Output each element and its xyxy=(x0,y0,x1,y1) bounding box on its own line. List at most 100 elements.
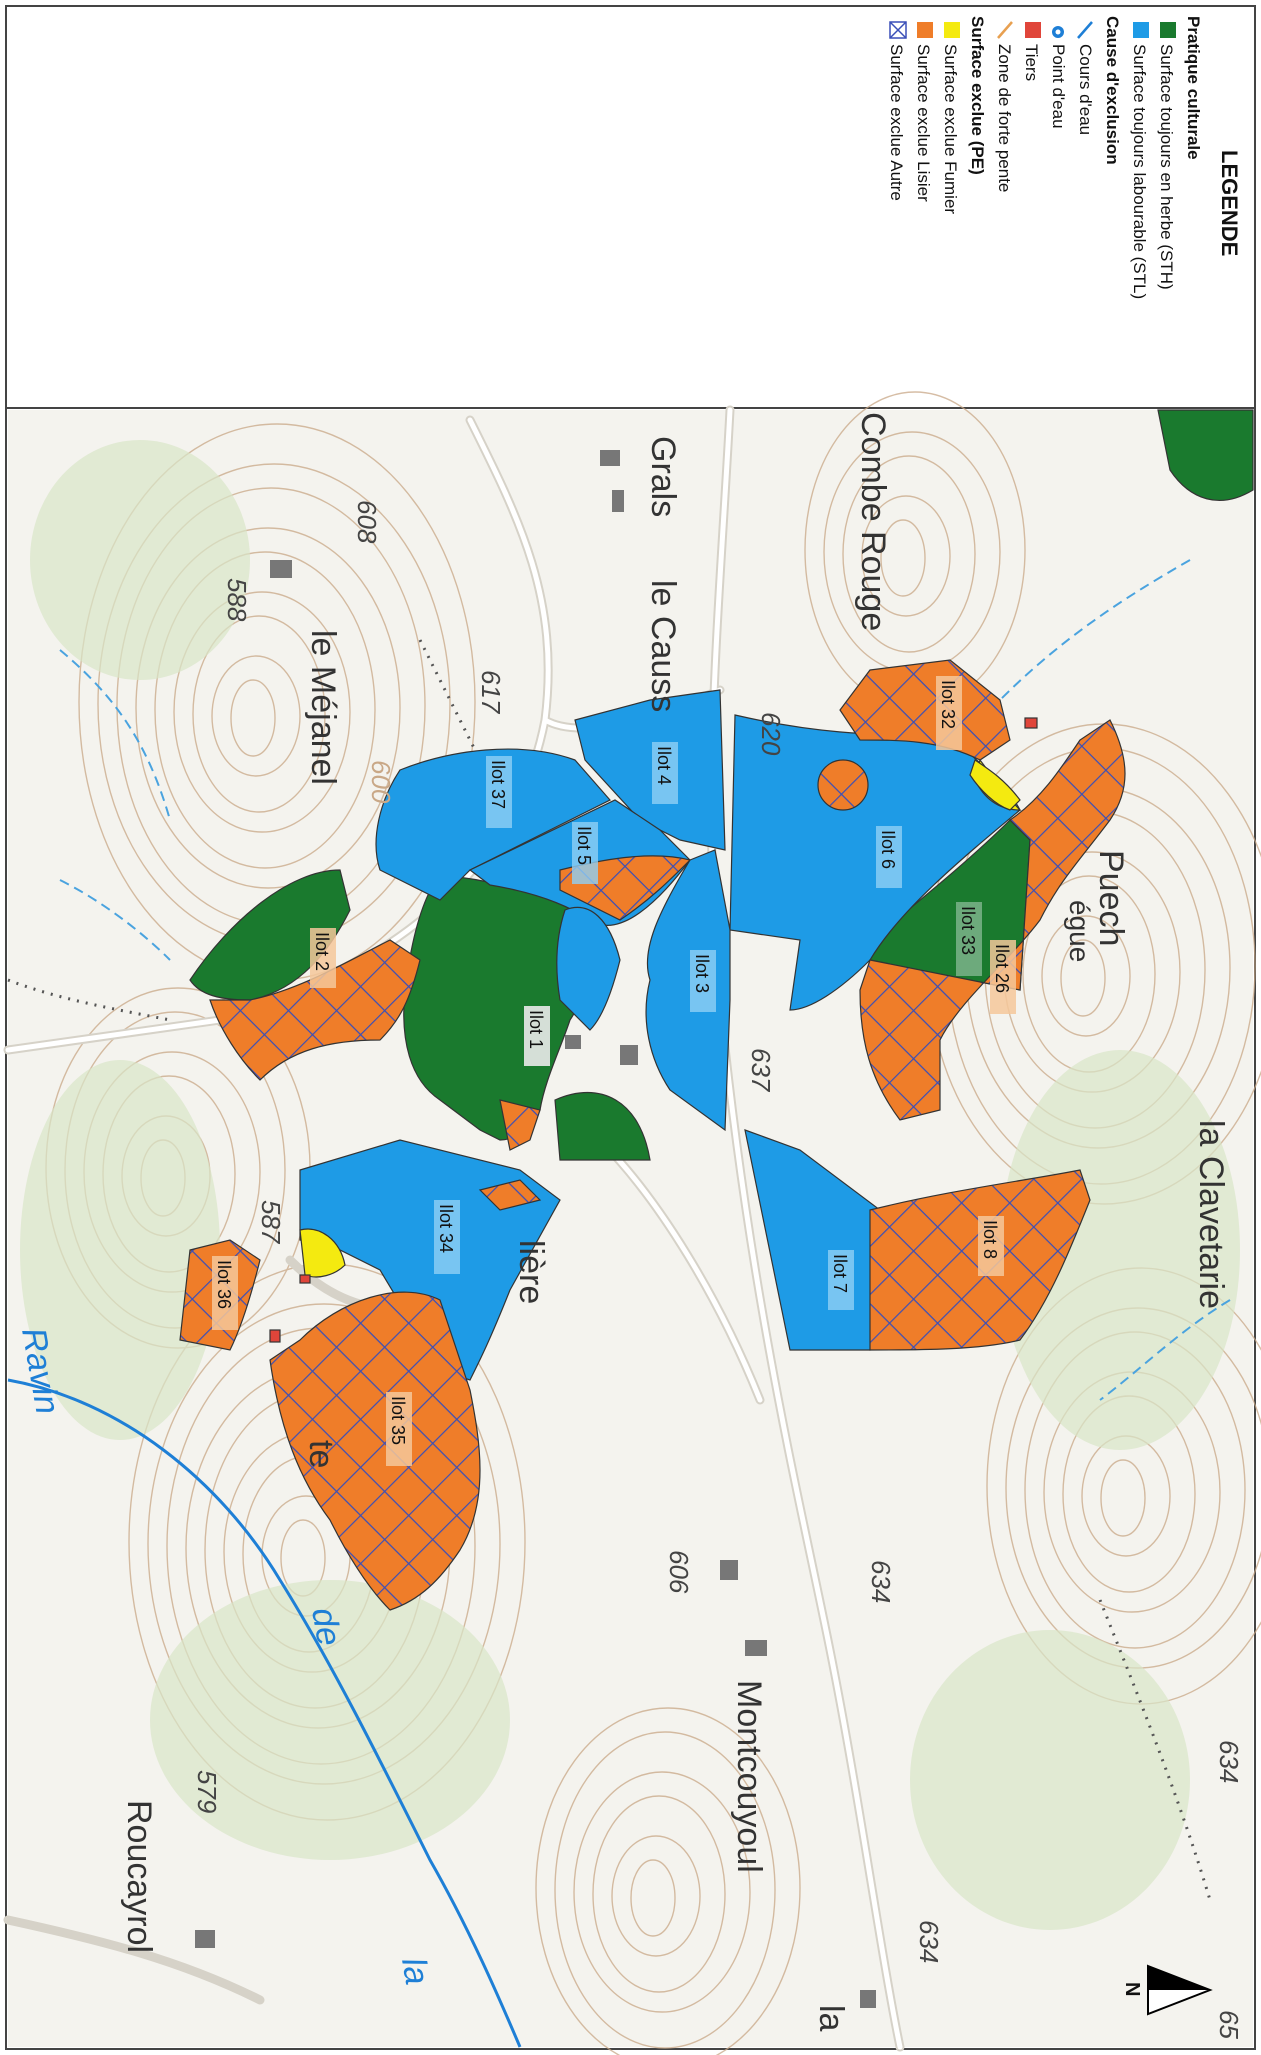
elev-608: 608 xyxy=(352,500,382,544)
svg-text:Ilot 1: Ilot 1 xyxy=(526,1010,546,1049)
ilot-label-6: Ilot 6 xyxy=(876,826,902,888)
ilot-26-lisier xyxy=(859,719,1126,1121)
svg-text:Ilot 7: Ilot 7 xyxy=(830,1254,850,1293)
legend-title: LEGENDE xyxy=(1217,150,1242,256)
ilot-35-lisier xyxy=(269,1291,481,1611)
svg-text:Ilot 2: Ilot 2 xyxy=(312,932,332,971)
ilot-label-34: Ilot 34 xyxy=(434,1200,460,1274)
ilot-34-lisier xyxy=(478,1179,542,1211)
red-square-icon xyxy=(1025,22,1041,38)
ilot-3-stl xyxy=(645,849,731,1132)
legend-item-cours-eau: Cours d'eau xyxy=(1076,44,1095,135)
place-de: de xyxy=(304,1605,348,1649)
svg-text:Ilot 6: Ilot 6 xyxy=(878,830,898,869)
legend-icons xyxy=(889,21,1176,39)
svg-text:Ilot 37: Ilot 37 xyxy=(488,760,508,809)
north-arrow-icon xyxy=(1147,1964,1213,2016)
ilot-sth-top-corner xyxy=(1157,409,1254,501)
elev-634-b: 634 xyxy=(1214,1740,1244,1783)
elev-634-c: 634 xyxy=(914,1920,944,1963)
place-te: te xyxy=(302,1440,340,1468)
ilot-label-1: Ilot 1 xyxy=(524,1006,550,1066)
tiers-marker-2 xyxy=(269,1329,281,1343)
ilot-label-37: Ilot 37 xyxy=(486,756,512,828)
place-le-causs: le Causs xyxy=(644,580,682,712)
place-combe-rouge: Combe Rouge xyxy=(854,412,892,631)
place-la-river: la xyxy=(394,1955,436,1988)
svg-text:Ilot 33: Ilot 33 xyxy=(958,906,978,955)
place-la-clavetarie: la Clavetarie xyxy=(1192,1120,1230,1309)
legend-item-lisier: Surface exclue Lisier xyxy=(914,44,933,202)
tiers-marker-3 xyxy=(299,1274,311,1284)
elev-588: 588 xyxy=(222,578,252,622)
ilot-1-lisier xyxy=(499,1099,541,1151)
elev-637: 637 xyxy=(746,1048,776,1093)
legend-heading-surface: Surface exclue (PE) xyxy=(968,16,987,175)
svg-text:Ilot 34: Ilot 34 xyxy=(436,1204,456,1253)
north-arrow-label: N xyxy=(1121,1982,1143,1996)
ilot-6-lisier-circle xyxy=(817,759,869,811)
elev-65: 65 xyxy=(1214,2010,1244,2039)
ilot-4-stl xyxy=(574,689,726,851)
place-le-mejanel: le Méjanel xyxy=(304,630,342,785)
green-square-icon xyxy=(1160,22,1176,38)
legend-item-fumier: Surface exclue Fumier xyxy=(941,44,960,214)
svg-text:Ilot 36: Ilot 36 xyxy=(214,1260,234,1309)
legend-heading-pratique: Pratique culturale xyxy=(1184,16,1203,160)
legend-item-stl: Surface toujours labourable (STL) xyxy=(1130,44,1149,299)
elev-600: 600 xyxy=(366,760,396,804)
ilot-label-2: Ilot 2 xyxy=(310,928,336,988)
ilot-32-lisier xyxy=(839,659,1011,761)
elev-617: 617 xyxy=(476,670,506,715)
svg-text:Ilot 32: Ilot 32 xyxy=(938,680,958,729)
ilot-fumier-north-2 xyxy=(969,759,1021,811)
svg-text:Ilot 26: Ilot 26 xyxy=(992,944,1012,993)
place-roucayrol: Roucayrol xyxy=(120,1800,158,1953)
ravin-stream xyxy=(7,1378,522,2048)
place-names: Grals le Causs Combe Rouge Puech la Clav… xyxy=(14,412,1230,2032)
blue-square-icon xyxy=(1133,22,1149,38)
ilot-label-5: Ilot 5 xyxy=(572,822,598,884)
svg-text:Ilot 4: Ilot 4 xyxy=(654,746,674,785)
ilot-label-36: Ilot 36 xyxy=(212,1256,238,1330)
elev-606: 606 xyxy=(664,1550,694,1594)
legend-item-tiers: Tiers xyxy=(1022,44,1041,81)
ilot-37b-stl xyxy=(556,906,621,1031)
svg-text:Ilot 35: Ilot 35 xyxy=(388,1396,408,1445)
ilot-label-26: Ilot 26 xyxy=(990,940,1016,1014)
legend-item-pente: Zone de forte pente xyxy=(995,44,1014,192)
ilot-label-3: Ilot 3 xyxy=(690,950,716,1012)
elev-620: 620 xyxy=(756,712,786,756)
svg-text:Ilot 3: Ilot 3 xyxy=(692,954,712,993)
ilot-label-4: Ilot 4 xyxy=(652,742,678,804)
legend-item-sth: Surface toujours en herbe (STH) xyxy=(1157,44,1176,290)
ilot-sth-small xyxy=(554,1091,651,1161)
orange-square-icon xyxy=(917,22,933,38)
ilot-label-8: Ilot 8 xyxy=(978,1216,1004,1276)
ilot-labels: Ilot 32 Ilot 6 Ilot 33 Ilot 26 Ilot 4 Il… xyxy=(212,676,1016,1466)
orange-line-icon xyxy=(997,21,1013,39)
parcels-layer xyxy=(179,409,1254,1611)
yellow-square-icon xyxy=(944,22,960,38)
place-liere: lière xyxy=(512,1240,550,1304)
elevation-labels: 608 588 617 620 637 587 606 634 634 634 … xyxy=(192,500,1244,2039)
legend-item-point-eau: Point d'eau xyxy=(1049,44,1068,129)
water-drop-icon xyxy=(1052,26,1064,38)
place-grals: Grals xyxy=(644,436,682,517)
ilot-label-35: Ilot 35 xyxy=(386,1392,412,1466)
elev-634-a: 634 xyxy=(866,1560,896,1603)
ilot-fumier-south xyxy=(299,1228,346,1278)
ilot-label-7: Ilot 7 xyxy=(828,1250,854,1310)
crossed-square-icon xyxy=(889,21,907,39)
place-montcouyoul: Montcouyoul xyxy=(730,1680,768,1873)
legend-panel xyxy=(5,5,1256,409)
legend-text: LEGENDE Pratique culturale Surface toujo… xyxy=(887,16,1242,1996)
place-la-south: la xyxy=(812,2005,850,2032)
legend-heading-cause: Cause d'exclusion xyxy=(1103,16,1122,165)
tiers-marker-1 xyxy=(1024,717,1038,729)
ilot-label-33: Ilot 33 xyxy=(956,902,982,976)
svg-text:Ilot 5: Ilot 5 xyxy=(574,826,594,865)
legend-item-autre: Surface exclue Autre xyxy=(887,44,906,201)
ilot-label-32: Ilot 32 xyxy=(936,676,962,750)
